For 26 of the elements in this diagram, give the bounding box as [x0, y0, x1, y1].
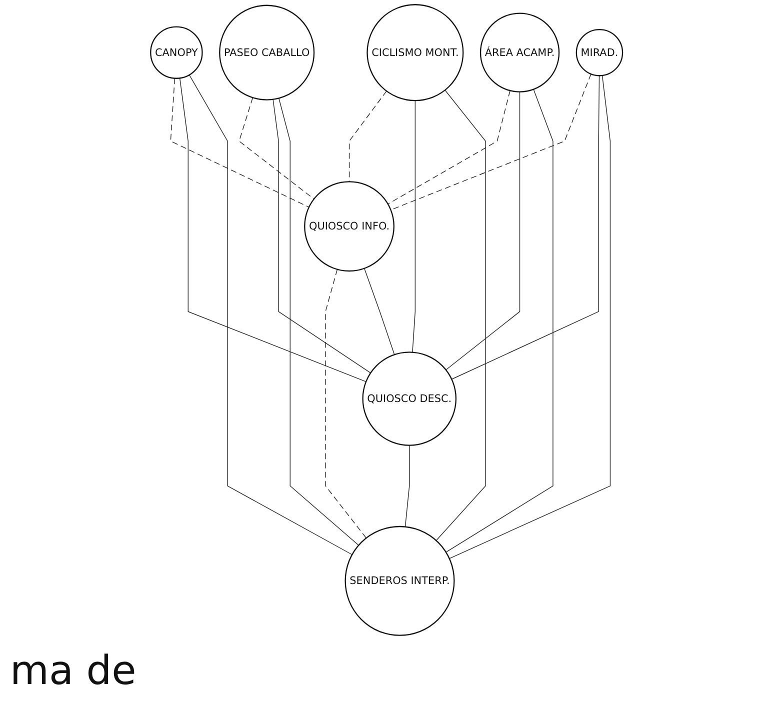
node-circle: SENDEROS INTERP.: [345, 526, 456, 636]
node-circle: MIRAD.: [576, 28, 624, 76]
connector: [390, 74, 592, 210]
node-circle: PASEO CABALLO: [219, 4, 316, 100]
connector: [405, 444, 410, 528]
node-circle: QUIOSCO DESC.: [362, 352, 457, 446]
node-circle: QUIOSCO INFO.: [304, 181, 395, 272]
node-circle: CANOPY: [150, 26, 204, 79]
connector: [326, 269, 367, 538]
connector: [278, 98, 360, 546]
connector: [446, 89, 554, 553]
connector: [436, 90, 486, 541]
connector: [452, 75, 600, 380]
connector: [189, 74, 353, 555]
connector: [170, 78, 310, 208]
connector: [388, 90, 511, 204]
connector: [449, 75, 611, 559]
node-circle: ÁREA ACAMP.: [480, 12, 560, 92]
connector: [412, 100, 416, 353]
connector: [180, 78, 367, 382]
heading-text: ma de: [10, 648, 136, 694]
connector: [364, 268, 396, 355]
node-circle: CICLISMO MONT.: [367, 4, 464, 102]
connector: [239, 97, 315, 200]
connector: [446, 92, 521, 370]
connector: [273, 99, 372, 374]
